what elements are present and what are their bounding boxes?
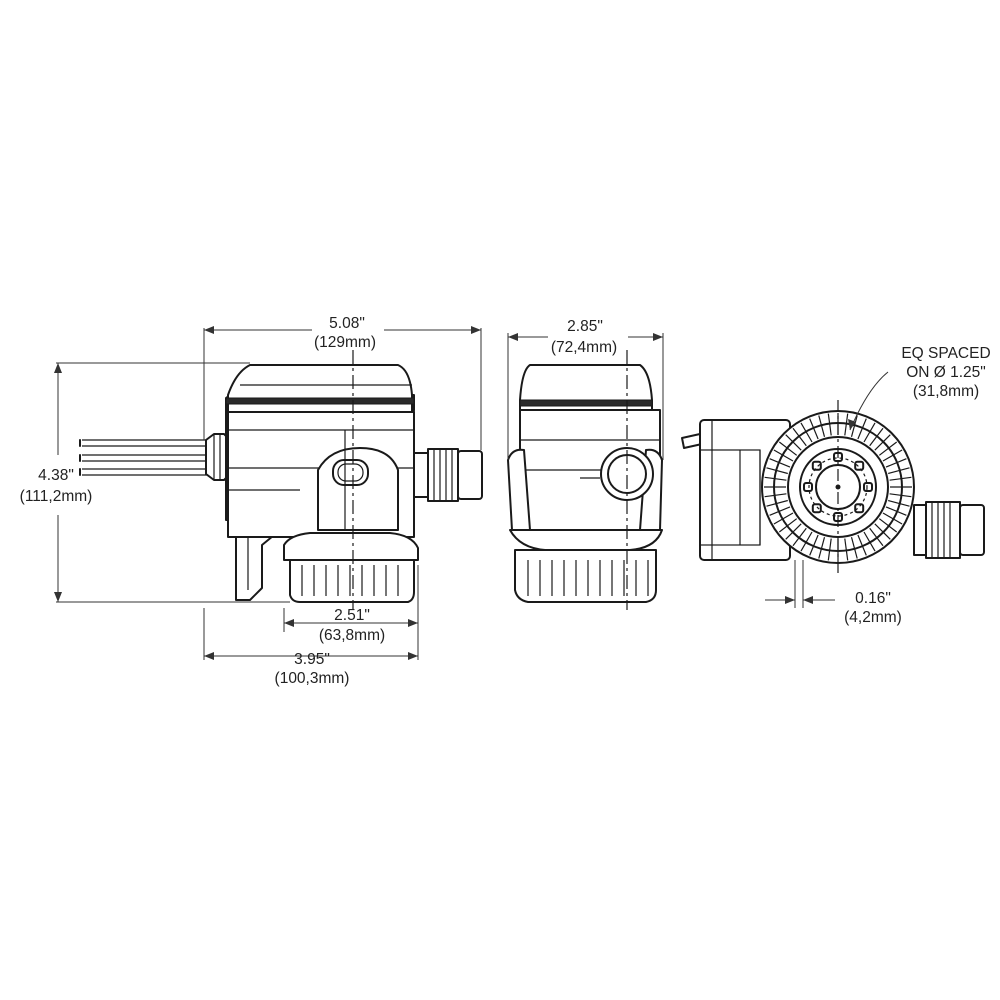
width-inches: 2.85" — [567, 318, 603, 335]
strainer-rib — [888, 499, 910, 507]
strainer-rib — [792, 527, 807, 547]
strainer-rib — [874, 523, 891, 540]
strainer-rib — [878, 518, 898, 533]
front-base-top — [509, 529, 663, 551]
top-cap — [227, 364, 413, 413]
strainer-rib — [785, 523, 802, 540]
inner-slot — [803, 482, 813, 492]
strainer-rib — [827, 413, 832, 436]
strainer-rib — [766, 467, 788, 475]
height-mm: (111,2mm) — [20, 488, 93, 505]
dim-height: 4.38" (111,2mm) — [20, 362, 290, 603]
strainer-rib — [888, 467, 910, 475]
strainer-rib — [818, 415, 826, 437]
hole-spacing-line1: EQ SPACED — [901, 345, 990, 362]
base-length-inches: 2.51" — [334, 607, 370, 624]
inner-slot — [854, 503, 865, 514]
height-inches: 4.38" — [38, 467, 74, 484]
strainer-rib — [863, 531, 876, 552]
strainer-rib — [863, 422, 876, 443]
handle-slot — [332, 459, 369, 486]
strainer-rib — [766, 499, 788, 507]
strainer-rib — [809, 418, 819, 440]
dim-base-length: 2.51" (63,8mm) — [283, 565, 419, 660]
strainer-rib — [850, 537, 858, 559]
strainer-rib — [885, 506, 907, 516]
side-view — [79, 350, 483, 610]
hole-spacing-line2: ON Ø 1.25" — [906, 364, 986, 381]
strainer-rib — [857, 534, 867, 556]
strainer-rib — [885, 458, 907, 468]
strainer-rib — [792, 427, 807, 447]
strainer-rib — [878, 441, 898, 456]
base-length-mm: (63,8mm) — [319, 627, 385, 644]
hole-spacing-mm: (31,8mm) — [913, 383, 979, 400]
strainer-rib — [778, 518, 798, 533]
strainer-rib — [769, 506, 791, 516]
strainer-rib — [769, 458, 791, 468]
dim-width: 2.85" (72,4mm) — [507, 318, 664, 460]
dim-overall-length: 5.08" (129mm) — [203, 315, 482, 450]
inner-slot — [854, 460, 865, 471]
strainer-base-top — [283, 532, 419, 561]
strainer-rib — [844, 538, 849, 561]
strainer-rib — [882, 512, 903, 525]
hole-size-inches: 0.16" — [855, 590, 891, 607]
strainer-rib — [827, 538, 832, 561]
front-view — [507, 350, 663, 610]
strainer-rib — [764, 493, 787, 498]
body-length-mm: (100,3mm) — [275, 670, 350, 687]
strainer-rib — [850, 415, 858, 437]
strainer-rib — [857, 418, 867, 440]
front-left-handle — [507, 448, 531, 531]
power-wires — [79, 439, 208, 476]
strainer-slots — [301, 565, 399, 596]
front-strainer-slots — [527, 560, 649, 596]
inner-slot — [811, 460, 822, 471]
strainer-rib — [882, 449, 903, 462]
strainer-rib — [800, 422, 813, 443]
front-strainer — [514, 549, 657, 603]
dim-body-length: 3.95" (100,3mm) — [203, 608, 418, 687]
inner-slot — [863, 482, 873, 492]
bottom-outlet-nozzle — [913, 501, 985, 559]
strainer-rib — [874, 434, 891, 451]
strainer-base — [289, 559, 415, 603]
strainer-rib — [764, 476, 787, 481]
strainer-rib — [889, 476, 912, 481]
strainer-rib — [809, 534, 819, 556]
inner-slots — [803, 452, 873, 522]
strainer-rib — [844, 413, 849, 436]
dim-hole-size: 0.16" (4,2mm) — [765, 560, 902, 626]
strainer-rib — [773, 449, 794, 462]
outlet-nozzle — [413, 448, 483, 502]
strainer-ribs — [764, 413, 912, 561]
strainer-rib — [778, 441, 798, 456]
body-length-inches: 3.95" — [294, 651, 330, 668]
dim-hole-spacing: EQ SPACED ON Ø 1.25" (31,8mm) — [848, 345, 991, 431]
strainer-rib — [773, 512, 794, 525]
overall-length-mm: (129mm) — [314, 334, 376, 351]
strainer-rib — [818, 537, 826, 559]
strainer-rib — [785, 434, 802, 451]
strainer-rib — [869, 527, 884, 547]
bottom-view — [681, 400, 985, 575]
cable-grommet — [205, 433, 229, 481]
strainer-rib — [800, 531, 813, 552]
width-mm: (72,4mm) — [551, 339, 617, 356]
strainer-rib — [869, 427, 884, 447]
inner-slot — [811, 503, 822, 514]
overall-length-inches: 5.08" — [329, 315, 365, 332]
strainer-rib — [889, 493, 912, 498]
hole-size-mm: (4,2mm) — [844, 609, 902, 626]
